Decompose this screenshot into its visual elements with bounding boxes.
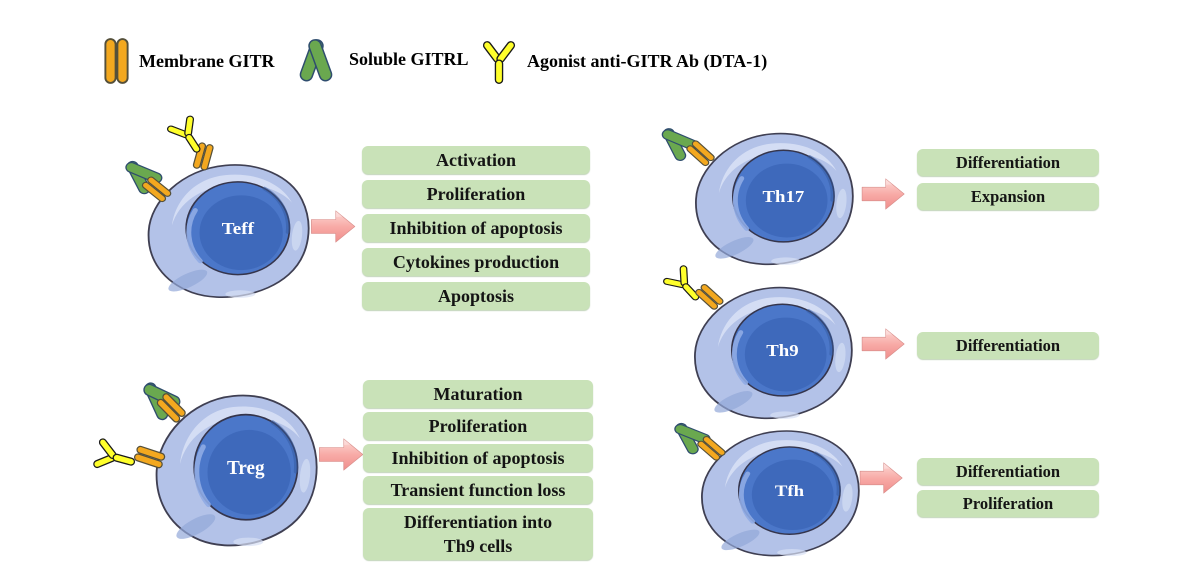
cell-label: Treg [227, 458, 265, 479]
membrane-gitr-icon [104, 38, 129, 84]
cell-label: Th9 [766, 341, 798, 360]
effect-box: Transient function loss [363, 476, 593, 504]
effect-box: Differentiation into Th9 cells [363, 508, 593, 560]
anti-gitr-antibody-icon [481, 39, 517, 84]
legend-item-soluble-gitrl: Soluble GITRL [293, 30, 469, 88]
effect-box: Cytokines production [362, 248, 590, 276]
effect-box: Activation [362, 146, 590, 174]
cell-label: Teff [222, 219, 255, 238]
effect-box: Inhibition of apoptosis [362, 214, 590, 242]
effect-box: Proliferation [363, 412, 593, 440]
effect-box: Proliferation [362, 180, 590, 208]
effect-box: Expansion [917, 183, 1099, 210]
anti-gitr-antibody-icon [90, 435, 139, 479]
th17-cell: Th17 [652, 100, 861, 270]
effect-box: Differentiation [917, 149, 1099, 176]
legend-item-anti-gitr-ab: Agonist anti-GITR Ab (DTA-1) [481, 32, 767, 90]
legend-label: Agonist anti-GITR Ab (DTA-1) [527, 50, 768, 71]
legend-label: Soluble GITRL [349, 48, 469, 69]
right-arrow-icon [310, 210, 356, 243]
cell-label: Th17 [763, 187, 805, 206]
membrane-gitr-icon [693, 282, 725, 312]
teff-cell: Teff [115, 112, 317, 303]
right-arrow-icon [318, 438, 364, 471]
legend-item-membrane-gitr: Membrane GITR [104, 32, 274, 90]
cell-label: Tfh [775, 481, 804, 499]
effect-box: Apoptosis [362, 282, 590, 310]
effect-box: Inhibition of apoptosis [363, 444, 593, 472]
effect-box: Proliferation [917, 490, 1099, 517]
effect-box: Differentiation [917, 458, 1099, 485]
effect-box: Maturation [363, 380, 593, 408]
tfh-cell: Tfh [664, 399, 867, 561]
right-arrow-icon [861, 328, 905, 360]
right-arrow-icon [861, 178, 905, 210]
treg-cell: Treg [90, 357, 325, 552]
th9-cell: Th9 [659, 254, 860, 424]
soluble-gitrl-icon [297, 37, 335, 84]
effect-box: Differentiation [917, 332, 1099, 359]
right-arrow-icon [859, 462, 903, 494]
legend-label: Membrane GITR [139, 50, 275, 71]
